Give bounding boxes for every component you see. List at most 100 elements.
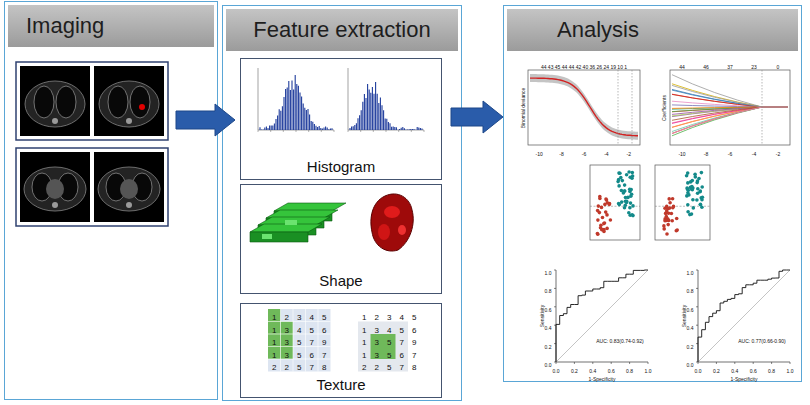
feature-box: Shape: [240, 184, 442, 294]
score-dot: [695, 198, 699, 202]
grid-value: 7: [310, 363, 314, 372]
grid-value: 5: [387, 363, 391, 372]
score-dot: [628, 187, 632, 191]
label-holder: 5: [387, 357, 391, 373]
score-dot: [602, 222, 606, 226]
plot-frame: [528, 70, 640, 145]
image-frame: [16, 148, 168, 226]
grid-value: 3: [375, 338, 379, 347]
label-holder: 8: [322, 357, 326, 373]
label-holder: 5: [387, 332, 391, 348]
label-holder: 1: [272, 345, 276, 361]
score-dot: [675, 217, 679, 221]
score-dot: [662, 224, 666, 228]
axis-label: -10: [678, 151, 685, 157]
score-dot: [694, 175, 698, 179]
label-holder: 1: [362, 332, 366, 348]
grid-value: 1: [362, 351, 366, 360]
label-holder: 0.0: [687, 354, 694, 370]
grid-value: 4: [297, 326, 301, 335]
lambda-line: [762, 70, 763, 145]
label-holder: 7: [412, 345, 416, 361]
coefficient-path: [672, 107, 788, 134]
label-holder: 1: [272, 307, 276, 323]
score-dot: [624, 203, 628, 207]
shape-slabs: [250, 203, 346, 242]
score-dot: [671, 206, 675, 210]
score-dot: [604, 210, 608, 214]
axis-label: 0.2: [713, 368, 720, 374]
panel-header: Imaging: [8, 5, 214, 47]
label-holder: 4: [310, 307, 314, 323]
label-holder: 3: [375, 345, 379, 361]
score-dot: [686, 203, 690, 207]
grid-value: 5: [297, 351, 301, 360]
axis-label: 0.0: [553, 368, 560, 374]
axis-label: 0.0: [687, 362, 694, 368]
error-band: [530, 74, 638, 140]
label-holder: 1: [272, 332, 276, 348]
label-holder: 5: [400, 320, 404, 336]
label-holder: -8: [704, 143, 708, 159]
chance-line: [556, 270, 648, 362]
score-dot: [627, 170, 631, 174]
axis-label: 1.0: [787, 368, 794, 374]
label-holder: 7: [310, 332, 314, 348]
label-holder: Binomial deviance: [512, 88, 528, 129]
grid-value: 7: [322, 351, 326, 360]
label-holder: 5: [297, 357, 301, 373]
label-holder: 2: [362, 357, 366, 373]
score-dot: [700, 185, 704, 189]
score-dot: [691, 188, 695, 192]
texture-grid: [268, 309, 408, 372]
label-holder: 8: [412, 357, 416, 373]
coefficient-path: [672, 89, 788, 107]
score-dot: [699, 202, 703, 206]
label-holder: 5: [387, 345, 391, 361]
axis-label: 0: [777, 64, 780, 70]
ct-slice: [20, 152, 90, 222]
score-dot: [631, 204, 635, 208]
score-dot: [675, 228, 679, 232]
label-holder: 6: [310, 345, 314, 361]
axis-label: -2: [776, 151, 780, 157]
label-holder: 1: [362, 320, 366, 336]
label-holder: 0.4: [731, 360, 738, 376]
axis-label: 0.0: [695, 368, 702, 374]
grid-value: 7: [400, 338, 404, 347]
label-holder: 2: [285, 307, 289, 323]
grid-value: 4: [310, 313, 314, 322]
axis-label: -6: [728, 151, 732, 157]
score-dot: [625, 173, 629, 177]
axis-label: 0.2: [571, 368, 578, 374]
grid-value: 3: [297, 313, 301, 322]
score-dot: [691, 198, 695, 202]
box-caption: Texture: [316, 376, 365, 397]
axis-label: 1-Specificity: [731, 376, 758, 382]
flow-arrow: [451, 101, 503, 133]
label-holder: 1: [362, 307, 366, 323]
grid-value: 5: [400, 326, 404, 335]
label-holder: 5: [297, 332, 301, 348]
label-holder: 1: [272, 320, 276, 336]
score-dot: [620, 200, 624, 204]
label-holder: Coefficients: [653, 95, 669, 121]
label-holder: 0.2: [713, 360, 720, 376]
grid-value: 6: [412, 326, 416, 335]
label-holder: 2: [375, 357, 379, 373]
label-holder: 2: [272, 357, 276, 373]
label-holder: 0.2: [571, 360, 578, 376]
score-dot: [691, 179, 695, 183]
score-dot: [604, 197, 608, 201]
label-holder: 7: [322, 345, 326, 361]
label-holder: 4: [297, 320, 301, 336]
grid-value: 1: [362, 326, 366, 335]
score-dot: [670, 219, 674, 223]
panel-header: Analysis: [507, 9, 798, 51]
label-holder: 0.0: [695, 360, 702, 376]
grid-value: 1: [272, 326, 276, 335]
axis-label: -8: [559, 151, 563, 157]
axis-label: Sensitivity: [681, 305, 687, 328]
deviance-curve: [530, 78, 638, 136]
grid-value: 2: [375, 363, 379, 372]
